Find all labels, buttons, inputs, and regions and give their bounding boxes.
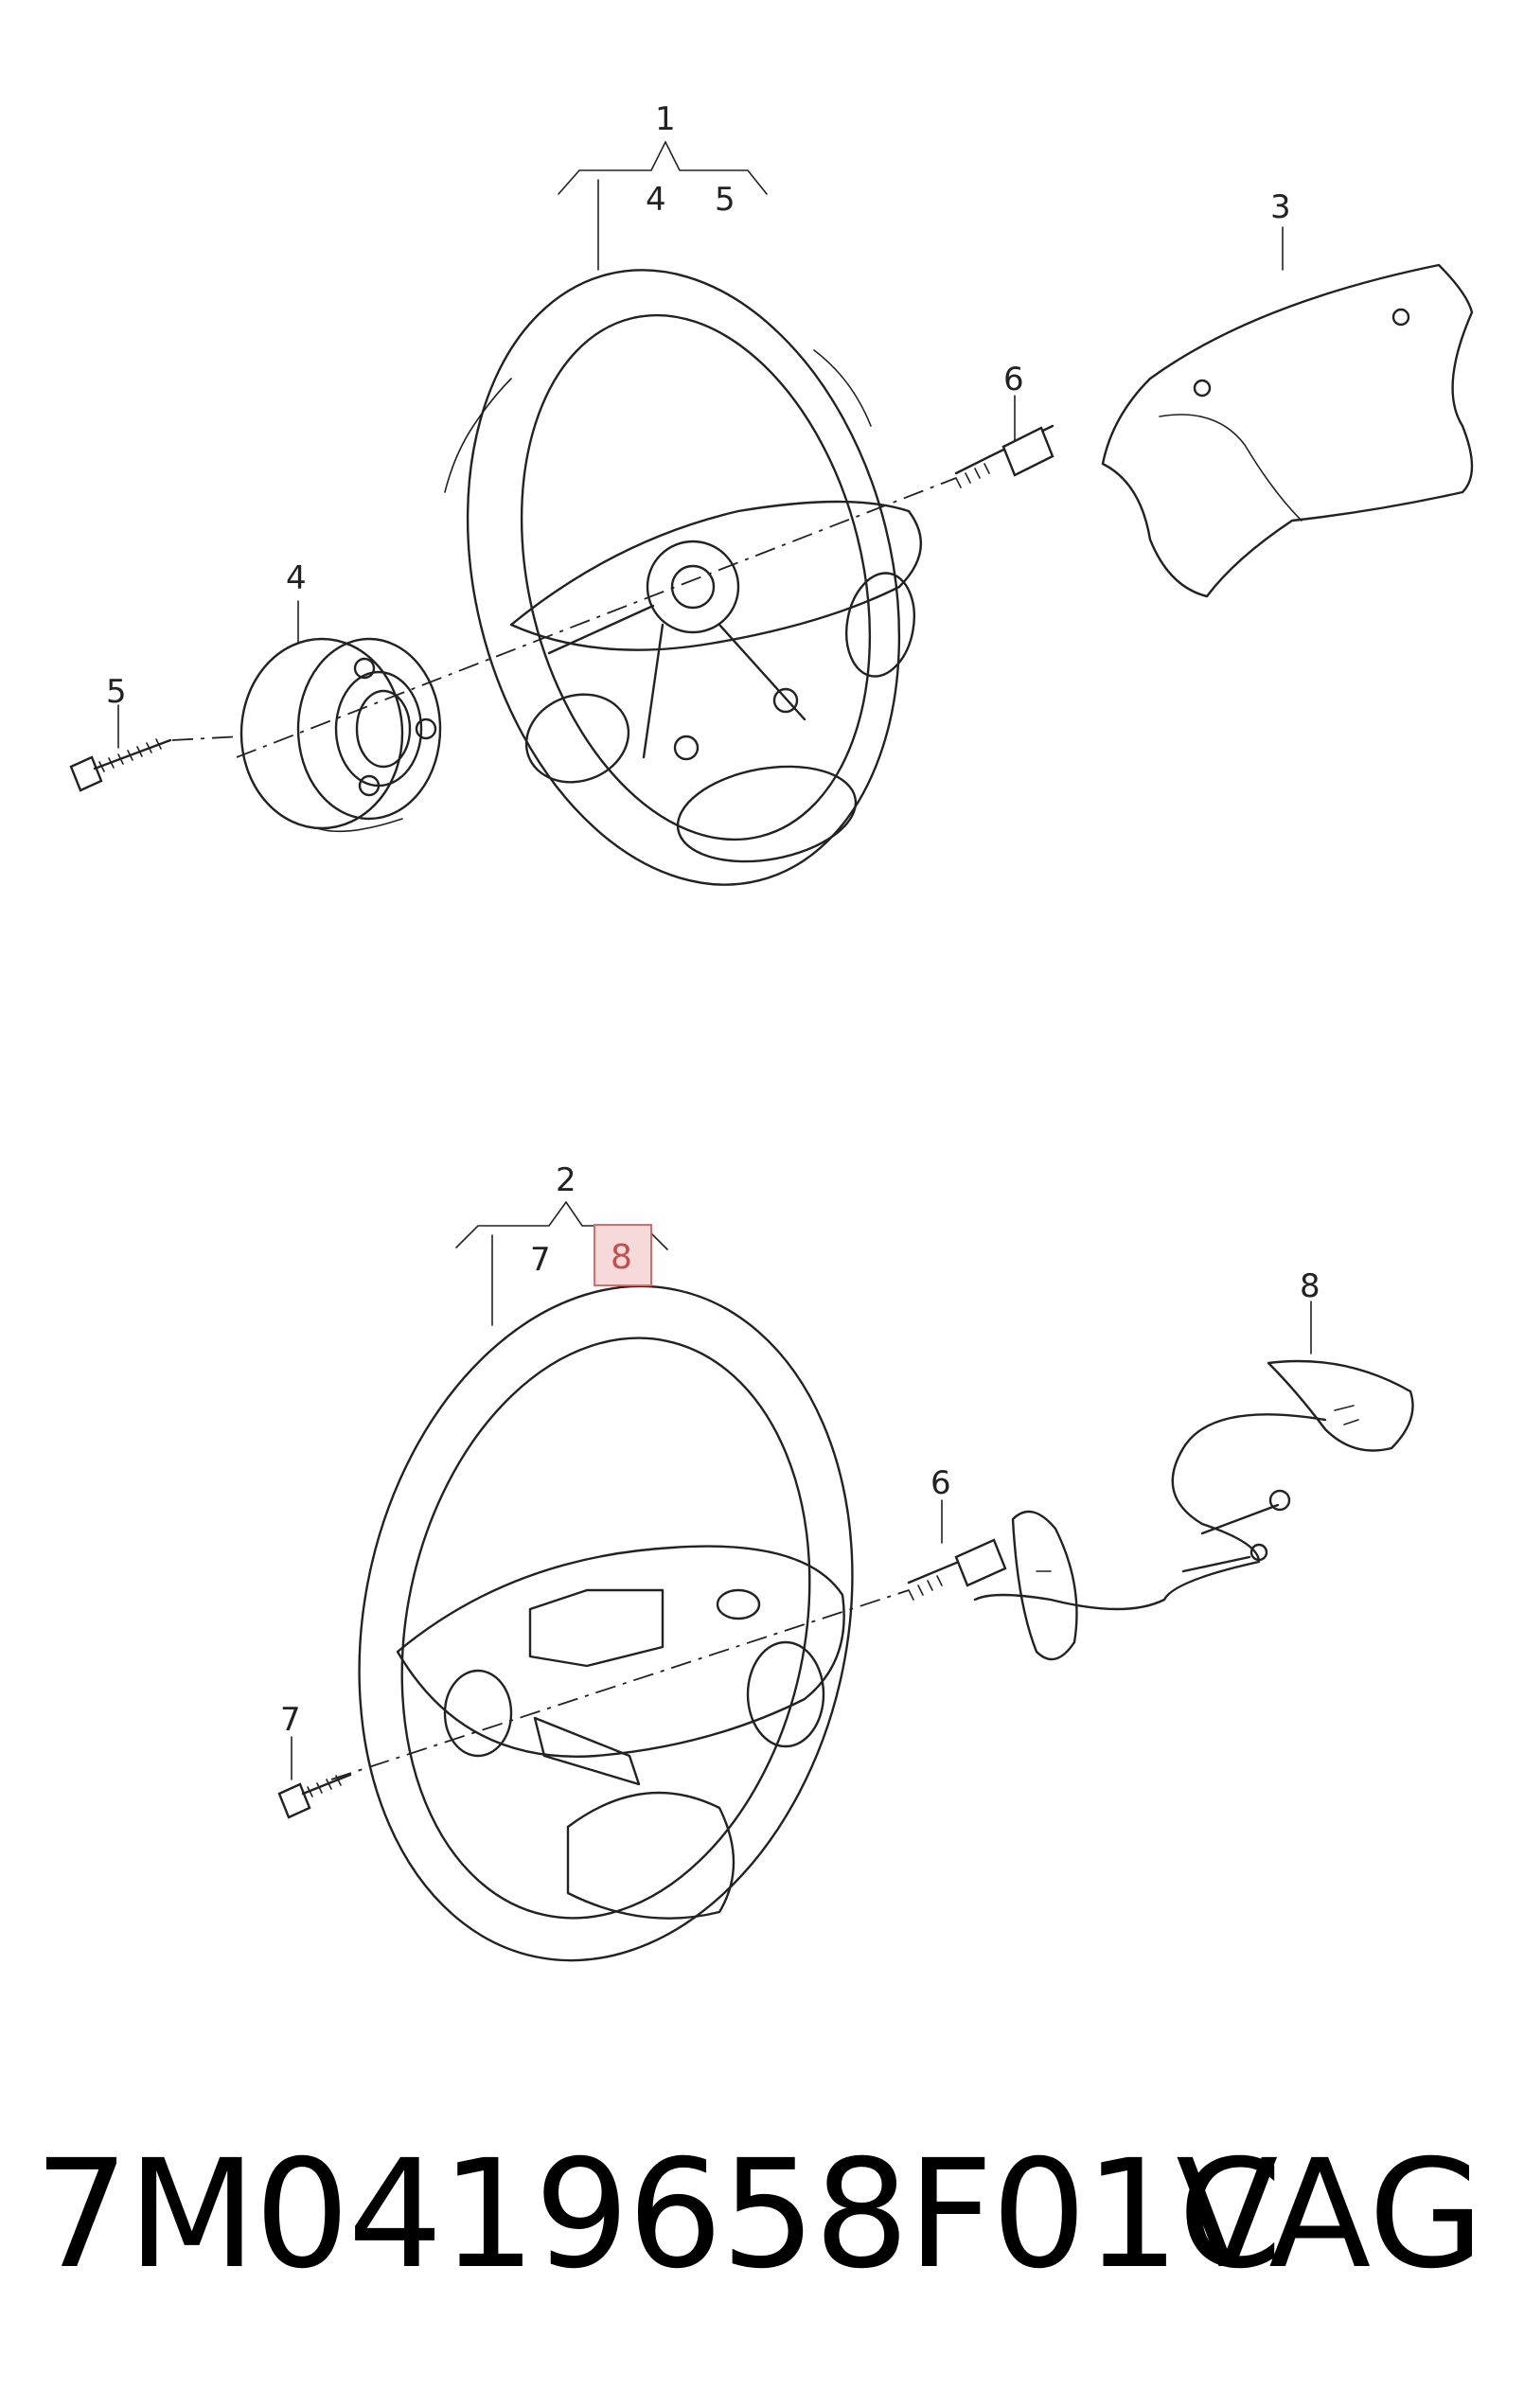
- bolt-6-bottom: [907, 1538, 1007, 1601]
- hub-center-inner: [670, 564, 716, 610]
- hub-hole-3: [716, 1588, 761, 1620]
- hub-center: [646, 540, 740, 634]
- callout-6-top: 6: [1003, 361, 1024, 398]
- hub-module: [528, 1588, 665, 1668]
- callout-2: 2: [556, 1161, 576, 1199]
- footer: 7M0419658F01C VAG: [0, 2101, 1524, 2328]
- hub-hole-1: [673, 735, 700, 761]
- part-number: 7M0419658F01C: [34, 2128, 1283, 2302]
- highlight-box: [594, 1224, 652, 1286]
- bottom-steering-wheel-assembly: 2 7 8 8 6 7: [277, 1161, 1414, 1962]
- hub-spokes: [547, 604, 806, 759]
- callout-6-bottom: 6: [930, 1464, 951, 1502]
- bolt-5: [69, 735, 242, 792]
- callout-7: 7: [280, 1701, 301, 1739]
- assembly-axis-bottom: [330, 1589, 910, 1780]
- steering-wheel-hub-2: [396, 1545, 845, 1758]
- bolt-6-top: [954, 424, 1054, 488]
- callout-5: 5: [106, 673, 127, 711]
- bolt-7: [277, 1773, 352, 1819]
- spoke-pad-right-2: [746, 1640, 825, 1748]
- airbag-cover-3: [1101, 263, 1474, 598]
- callout-3: 3: [1270, 188, 1291, 226]
- rim-texture-2: [813, 349, 872, 427]
- spoke-pad-bottom-2: [566, 1791, 735, 1920]
- callout-1-sub-5: 5: [715, 181, 735, 219]
- assembly-axis-top: [236, 477, 957, 758]
- steering-wheel-rim-outer-2: [358, 1284, 854, 1962]
- brand-name: VAG: [1176, 2128, 1484, 2302]
- rim-texture: [444, 378, 512, 493]
- hub-bar: [533, 1716, 641, 1786]
- steering-wheel-rim-inner-2: [400, 1337, 811, 1920]
- callout-2-sub-8-highlighted[interactable]: 8: [611, 1238, 632, 1277]
- callout-1: 1: [655, 100, 676, 138]
- callout-2-sub-7: 7: [530, 1241, 551, 1279]
- callout-4: 4: [286, 559, 307, 597]
- steering-wheel-rim-outer: [466, 269, 901, 886]
- callout-1-bracket: [558, 140, 768, 195]
- spoke-pad-bottom: [676, 765, 858, 863]
- multifunction-switch-8: [973, 1359, 1414, 1661]
- callout-1-sub-4: 4: [646, 181, 666, 219]
- top-steering-wheel-assembly: 1 4 5 3 6 4 5: [69, 100, 1474, 886]
- hub-adapter-4: [239, 637, 442, 833]
- callout-8: 8: [1300, 1267, 1320, 1305]
- spoke-pad-left: [524, 693, 630, 784]
- steering-wheel-rim-inner: [520, 313, 872, 841]
- spoke-pad-left-2: [443, 1669, 513, 1758]
- steering-wheel-hub: [509, 500, 922, 651]
- hub-hole-2: [772, 687, 799, 714]
- spoke-pad-right: [845, 572, 915, 678]
